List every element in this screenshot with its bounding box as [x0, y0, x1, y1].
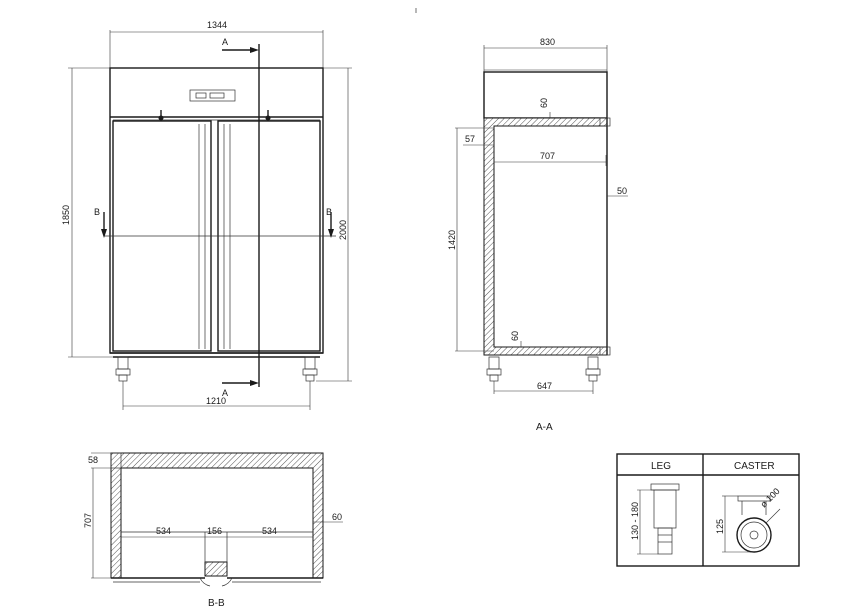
section-a-bottom-label: A — [222, 388, 228, 398]
side-leg-front — [486, 356, 502, 382]
top-insulation-label: 60 — [539, 98, 549, 108]
cabinet-outline — [109, 67, 324, 354]
section-a-top-label: A — [222, 37, 228, 47]
dimension-height-front-right: 2000 — [316, 67, 352, 382]
back-insulation-label: 50 — [617, 186, 627, 196]
front-leg-right — [302, 356, 318, 382]
side-leg-back — [585, 356, 601, 382]
section-a-a-caption: A-A — [536, 422, 553, 433]
front-view: 1344 — [61, 20, 352, 410]
inner-height-label: 1420 — [447, 230, 457, 250]
right-opening-label: 534 — [262, 526, 277, 536]
dimension-plan-depth: 707 — [83, 468, 111, 579]
caster-wheel — [736, 517, 772, 553]
plan-top-offset-label: 58 — [88, 455, 98, 465]
caster-diameter-label: ø 100 — [758, 486, 781, 509]
door-insulation-label: 57 — [465, 134, 475, 144]
height-right-label: 2000 — [338, 220, 348, 240]
caster-drawing: ø 100 125 — [715, 486, 782, 553]
caster-height-label: 125 — [715, 519, 725, 534]
left-opening-label: 534 — [156, 526, 171, 536]
leg-height-label: 130 - 180 — [630, 502, 640, 540]
top-panel-section — [483, 71, 608, 119]
height-left-label: 1850 — [61, 205, 71, 225]
mullion — [204, 561, 228, 577]
dimension-leg-spacing-front: 1210 — [122, 381, 311, 410]
leg-drawing: 130 - 180 — [630, 483, 680, 555]
dimension-width-front: 1344 — [109, 20, 324, 68]
legend-leg-header: LEG — [651, 461, 671, 472]
legend-caster-header: CASTER — [734, 461, 775, 472]
dimension-inner-height: 1420 — [447, 127, 494, 352]
depth-label: 830 — [540, 37, 555, 47]
bottom-insulation-label: 60 — [510, 331, 520, 341]
width-label: 1344 — [207, 20, 227, 30]
front-leg-left — [115, 356, 131, 382]
section-b-b-caption: B-B — [208, 598, 225, 609]
dimension-height-front-left: 1850 — [61, 67, 113, 358]
mullion-label: 156 — [207, 526, 222, 536]
legend-box — [616, 453, 800, 567]
inner-depth-label: 707 — [540, 151, 555, 161]
dimension-inner-depth: 707 — [494, 151, 607, 166]
leg-caster-legend: LEG CASTER 130 - 180 ø 100 125 — [616, 453, 800, 567]
section-b-right-label: B — [326, 207, 332, 217]
leg-spacing-label: 647 — [537, 381, 552, 391]
plan-insulation — [110, 452, 324, 579]
plan-depth-label: 707 — [83, 513, 93, 528]
section-b-b: 58 707 534 156 534 60 B-B — [83, 452, 343, 609]
dimension-leg-spacing-side: 647 — [493, 381, 594, 394]
control-panel — [189, 89, 236, 102]
section-a-a: 830 707 60 57 50 1420 60 — [447, 37, 628, 433]
section-b-left-label: B — [94, 207, 100, 217]
plan-side-insulation-label: 60 — [332, 512, 342, 522]
bottom-width-label: 1210 — [206, 396, 226, 406]
